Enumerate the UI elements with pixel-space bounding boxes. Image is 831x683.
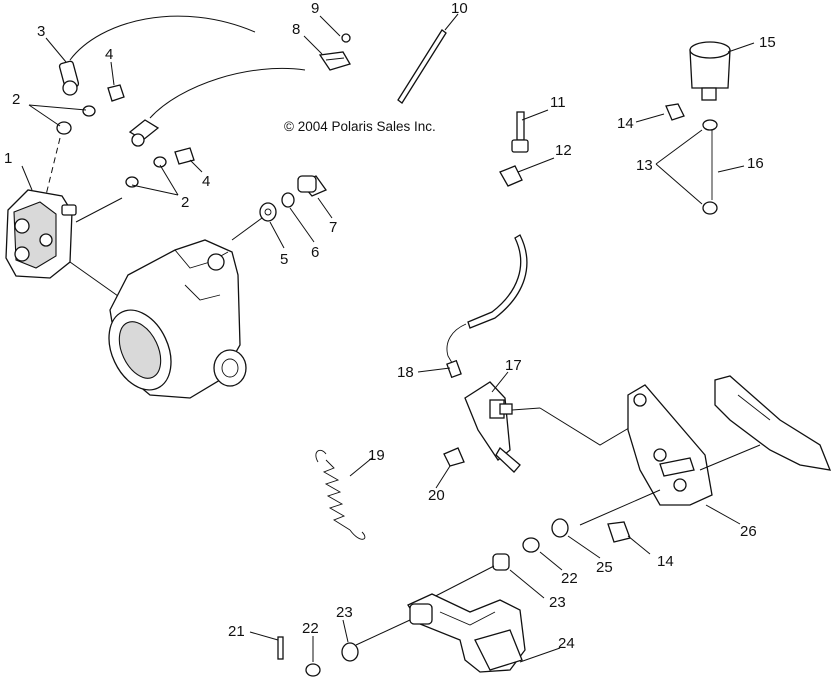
- washer-5-hole: [264, 208, 272, 216]
- cotter-pin-21: [277, 636, 284, 660]
- rear-brake-line: [467, 234, 528, 329]
- brake-line-10: [397, 29, 447, 104]
- bolt-7-head: [297, 175, 317, 193]
- leader-lines: [21, 13, 755, 663]
- washer-6: [281, 192, 295, 208]
- brake-line-elbow: [446, 323, 467, 369]
- return-spring-19: [315, 449, 366, 540]
- washer-2c: [153, 156, 167, 168]
- bolt-20: [443, 447, 465, 467]
- callout-12: 12: [555, 142, 572, 159]
- clamp-12: [499, 165, 523, 187]
- caliper-bracket: [108, 239, 247, 399]
- screw-9: [341, 33, 351, 43]
- brake-hose-upper: [69, 15, 256, 61]
- callout-2b: 2: [181, 194, 189, 211]
- callout-14b: 14: [657, 553, 674, 570]
- copyright-notice: © 2004 Polaris Sales Inc.: [284, 119, 436, 134]
- master-cylinder-17: [464, 381, 521, 473]
- bushing-23a: [492, 553, 510, 571]
- callout-9: 9: [311, 0, 319, 17]
- callout-24: 24: [558, 635, 575, 652]
- leader-bracket-washer: [231, 217, 263, 241]
- washer-5: [259, 202, 277, 222]
- callout-2a: 2: [12, 91, 20, 108]
- callout-17: 17: [505, 357, 522, 374]
- callout-23b: 23: [549, 594, 566, 611]
- leader-pedal-shaft: [579, 489, 661, 526]
- leader-caliper-right: [75, 197, 123, 223]
- callout-7: 7: [329, 219, 337, 236]
- callout-18: 18: [397, 364, 414, 381]
- washer-22b: [305, 663, 321, 677]
- callout-26: 26: [740, 523, 757, 540]
- leader-dashed-1: [45, 137, 61, 196]
- callout-22a: 22: [302, 620, 319, 637]
- callout-21: 21: [228, 623, 245, 640]
- hose-fitting-18: [446, 359, 462, 379]
- callout-13: 13: [636, 157, 653, 174]
- bolt-14b: [607, 521, 631, 543]
- washer-23b: [341, 642, 359, 662]
- leader-17-26: [539, 407, 635, 446]
- callout-19: 19: [368, 447, 385, 464]
- callout-23a: 23: [336, 604, 353, 621]
- callout-8: 8: [292, 21, 300, 38]
- callout-22b: 22: [561, 570, 578, 587]
- leader-17-pivot: [511, 407, 541, 411]
- leader-caliper-lower: [69, 261, 119, 297]
- banjo-bolt-4b: [174, 147, 195, 165]
- callout-16: 16: [747, 155, 764, 172]
- washer-2b: [56, 121, 72, 135]
- bolt-14a: [665, 103, 685, 121]
- callout-11: 11: [550, 94, 566, 111]
- clip-8-slot: [325, 57, 345, 61]
- brake-pedal-24: [407, 593, 526, 673]
- leader-pedal-washer: [355, 619, 411, 646]
- banjo-ring-3: [62, 80, 78, 96]
- washer-22a: [522, 537, 540, 553]
- callout-1: 1: [4, 150, 12, 167]
- leader-pedal-shaft-2: [699, 444, 761, 471]
- callout-4a: 4: [105, 46, 113, 63]
- hose-clamp-13b: [702, 201, 718, 215]
- callout-20: 20: [428, 487, 445, 504]
- callout-3: 3: [37, 23, 45, 40]
- brake-hose-lower: [149, 67, 306, 119]
- washer-2a: [82, 105, 96, 117]
- callout-4b: 4: [202, 173, 210, 190]
- bolt-11-head: [511, 139, 529, 153]
- clip-8: [318, 51, 351, 71]
- hose-clamp-13a: [702, 119, 718, 131]
- callout-15: 15: [759, 34, 776, 51]
- callout-5: 5: [280, 251, 288, 268]
- banjo-bolt-4: [107, 84, 125, 102]
- callout-10: 10: [451, 0, 468, 17]
- brake-caliper-1: [5, 189, 77, 279]
- callout-25: 25: [596, 559, 613, 576]
- clip-25: [551, 518, 569, 538]
- callout-6: 6: [311, 244, 319, 261]
- washer-2d: [125, 176, 139, 188]
- pedal-bracket-26: [627, 375, 831, 506]
- banjo-ring-8b: [131, 133, 145, 147]
- bolt-11-shank: [516, 111, 525, 141]
- callout-14a: 14: [617, 115, 634, 132]
- reservoir-15: [689, 41, 731, 101]
